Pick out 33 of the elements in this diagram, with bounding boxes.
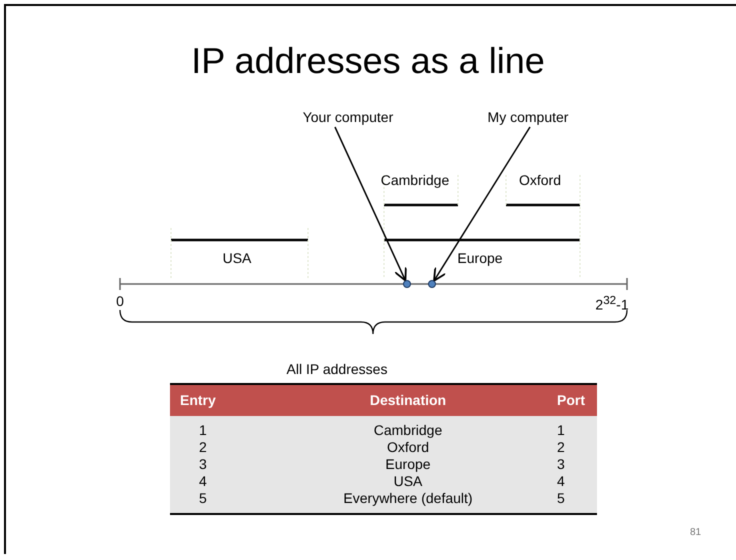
axis-label: 2$^{32}$-1: [594, 293, 630, 314]
brace-label: All IP addresses: [286, 360, 388, 378]
table-cell-text: Oxford: [386, 439, 429, 455]
node-label: My computer: [458, 108, 598, 126]
axis-label: 0: [115, 292, 125, 310]
column-header: Port: [557, 392, 585, 408]
table-cell-text: 5: [557, 490, 565, 506]
table-cell-text: Europe: [385, 456, 431, 472]
column-header: Entry: [180, 392, 216, 408]
table-cell-text: USA: [394, 473, 422, 489]
table-cell-text: 3: [557, 456, 565, 472]
slide-title: IP addresses as a line: [190, 40, 546, 82]
table-cell-text: 3: [199, 456, 207, 472]
node-label: Your computer: [278, 108, 418, 126]
range-label: Oxford: [518, 171, 562, 189]
address-dot: [403, 280, 411, 288]
table-cell-text: 5: [199, 490, 207, 506]
arrow: [433, 126, 531, 282]
arrow: [334, 126, 407, 282]
table-cell-text: 4: [199, 473, 207, 489]
table-cell-text: Cambridge: [374, 422, 442, 438]
table-cell-text: 2: [557, 439, 565, 455]
slide-number: 81: [690, 527, 702, 538]
address-dot: [428, 280, 436, 288]
table-cell-text: 1: [557, 422, 565, 438]
table-cell-text: 4: [557, 473, 565, 489]
table-cell-text: 2: [199, 439, 207, 455]
range-label: Cambridge: [380, 171, 450, 189]
range-label: USA: [222, 249, 252, 267]
table-cell-text: Everywhere (default): [343, 490, 473, 506]
table-cell-text: 1: [199, 422, 207, 438]
column-header: Destination: [370, 392, 446, 408]
range-label: Europe: [456, 249, 504, 267]
